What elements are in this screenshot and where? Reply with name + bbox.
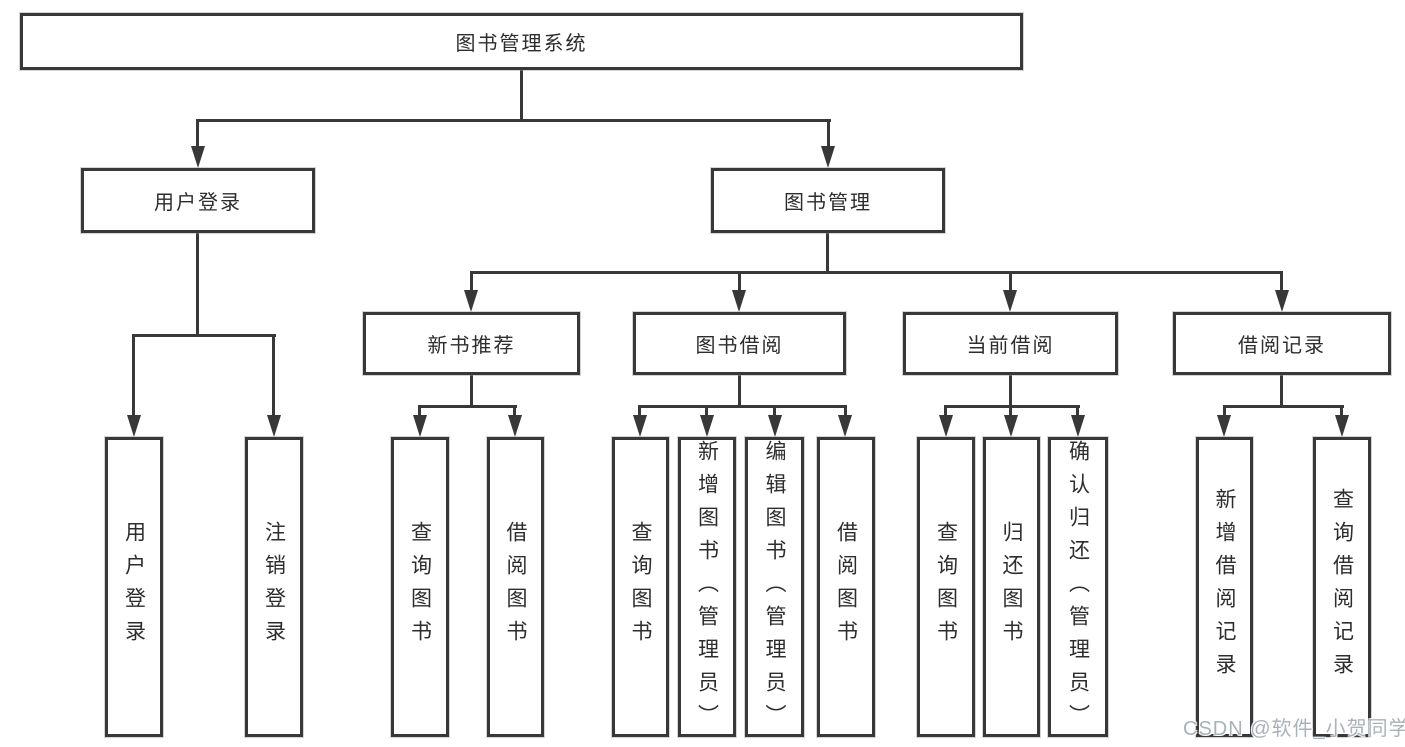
- arrowhead-book-management: [821, 146, 835, 168]
- node-user-login: 用户登录: [81, 168, 315, 233]
- csdn-watermark: CSDN @软件_小贺同学: [1183, 718, 1405, 740]
- connector-stub-cb-confirm: [1076, 405, 1079, 417]
- connector-br-vertical: [1280, 375, 1283, 408]
- connector-stub-nbr-borrow: [513, 405, 516, 417]
- arrowhead-nbr-query: [413, 415, 427, 437]
- connector-stub-cb-return: [1009, 405, 1012, 417]
- leaf-logout-label: 注销登录: [262, 521, 286, 653]
- arrowhead-bb-query: [633, 415, 647, 437]
- connector-stub-br-add: [1223, 405, 1226, 417]
- connector-stub-bb-query: [638, 405, 641, 417]
- connector-stub-br-query: [1340, 405, 1343, 417]
- connector-stub-book-management: [827, 119, 830, 149]
- arrowhead-cb-query: [939, 415, 953, 437]
- arrowhead-user-login: [191, 146, 205, 168]
- connector-stub-borrow-records: [1280, 271, 1283, 292]
- node-current-borrow-label: 当前借阅: [966, 335, 1055, 357]
- leaf-br-query-record: 查询借阅记录: [1313, 437, 1371, 737]
- node-new-book-recommend: 新书推荐: [363, 312, 580, 375]
- leaf-bb-borrow-books: 借阅图书: [817, 437, 875, 737]
- leaf-user-login-label: 用户登录: [122, 521, 146, 653]
- connector-userlogin-vertical: [196, 233, 199, 337]
- connector-cb-vertical: [1009, 375, 1012, 408]
- node-current-borrow: 当前借阅: [903, 312, 1118, 375]
- connector-stub-logout-leaf: [272, 334, 275, 418]
- connector-userlogin-horizontal: [132, 334, 276, 337]
- leaf-bb-query-books-label: 查询图书: [629, 521, 652, 653]
- connector-stub-login-leaf: [132, 334, 135, 418]
- connector-stub-bb-add: [705, 405, 708, 417]
- leaf-user-login: 用户登录: [105, 437, 163, 737]
- arrowhead-cb-confirm: [1071, 415, 1085, 437]
- connector-nbr-horizontal: [418, 405, 517, 408]
- connector-root-vertical: [520, 70, 523, 121]
- connector-root-horizontal: [196, 119, 831, 122]
- node-new-book-recommend-label: 新书推荐: [427, 335, 516, 357]
- node-borrow-records-label: 借阅记录: [1238, 335, 1326, 357]
- leaf-bb-query-books: 查询图书: [612, 437, 669, 737]
- leaf-nbr-borrow-books-label: 借阅图书: [504, 521, 527, 653]
- leaf-br-query-record-label: 查询借阅记录: [1330, 488, 1354, 686]
- node-book-management-label: 图书管理: [784, 192, 872, 214]
- leaf-bb-edit-books-admin-label: 编辑图书（管理员）: [763, 440, 786, 737]
- arrowhead-book-borrow: [732, 290, 746, 312]
- leaf-bb-add-books-admin: 新增图书（管理员）: [678, 437, 736, 737]
- node-book-borrow-label: 图书借阅: [695, 335, 784, 357]
- leaf-cb-return-books: 归还图书: [983, 437, 1040, 737]
- node-user-login-label: 用户登录: [154, 192, 242, 214]
- connector-nbr-vertical: [470, 375, 473, 408]
- leaf-cb-confirm-return-admin-label: 确认归还（管理员）: [1066, 440, 1090, 737]
- leaf-nbr-query-books-label: 查询图书: [408, 521, 432, 653]
- arrowhead-nbr-borrow: [508, 415, 522, 437]
- leaf-br-add-record: 新增借阅记录: [1196, 437, 1253, 737]
- connector-bookmgmt-horizontal: [470, 271, 1283, 274]
- arrowhead-br-query: [1335, 415, 1349, 437]
- leaf-bb-borrow-books-label: 借阅图书: [834, 521, 858, 653]
- connector-bb-vertical: [738, 375, 741, 408]
- connector-stub-cb-query: [944, 405, 947, 417]
- leaf-nbr-borrow-books: 借阅图书: [487, 437, 544, 737]
- arrowhead-bb-borrow: [838, 415, 852, 437]
- connector-bb-horizontal: [638, 405, 847, 408]
- leaf-bb-add-books-admin-label: 新增图书（管理员）: [695, 440, 719, 737]
- connector-stub-current-borrow: [1009, 271, 1012, 292]
- leaf-bb-edit-books-admin: 编辑图书（管理员）: [745, 437, 804, 737]
- connector-stub-book-borrow: [738, 271, 741, 292]
- leaf-cb-query-books-label: 查询图书: [934, 521, 958, 653]
- connector-stub-nbr-query: [418, 405, 421, 417]
- connector-cb-horizontal: [944, 405, 1080, 408]
- node-root-label: 图书管理系统: [455, 33, 588, 55]
- node-book-management: 图书管理: [711, 168, 945, 233]
- connector-stub-bb-edit: [773, 405, 776, 417]
- leaf-cb-return-books-label: 归还图书: [1000, 521, 1023, 653]
- arrowhead-new-book: [464, 290, 478, 312]
- arrowhead-current-borrow: [1003, 290, 1017, 312]
- arrowhead-bb-edit: [768, 415, 782, 437]
- leaf-nbr-query-books: 查询图书: [391, 437, 449, 737]
- leaf-br-add-record-label: 新增借阅记录: [1213, 488, 1236, 686]
- leaf-logout: 注销登录: [245, 437, 303, 737]
- connector-bookmgmt-vertical: [826, 233, 829, 274]
- leaf-cb-query-books: 查询图书: [917, 437, 975, 737]
- arrowhead-login-leaf: [127, 415, 141, 437]
- connector-br-horizontal: [1223, 405, 1344, 408]
- node-root: 图书管理系统: [20, 13, 1023, 70]
- arrowhead-cb-return: [1004, 415, 1018, 437]
- leaf-cb-confirm-return-admin: 确认归还（管理员）: [1048, 437, 1108, 737]
- node-borrow-records: 借阅记录: [1173, 312, 1391, 375]
- node-book-borrow: 图书借阅: [633, 312, 846, 375]
- arrowhead-logout-leaf: [267, 415, 281, 437]
- connector-stub-user-login: [196, 119, 199, 149]
- connector-stub-new-book: [470, 271, 473, 292]
- connector-stub-bb-borrow: [844, 405, 847, 417]
- arrowhead-bb-add: [700, 415, 714, 437]
- arrowhead-br-add: [1217, 415, 1231, 437]
- arrowhead-borrow-records: [1275, 290, 1289, 312]
